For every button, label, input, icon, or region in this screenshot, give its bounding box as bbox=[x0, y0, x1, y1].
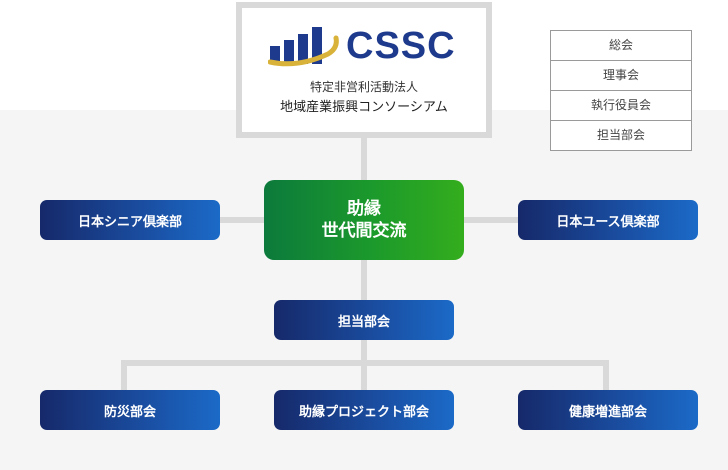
connector-right bbox=[464, 217, 518, 223]
dept-head-node: 担当部会 bbox=[274, 300, 454, 340]
connector-center-dept bbox=[361, 260, 367, 300]
department-node: 助縁プロジェクト部会 bbox=[274, 390, 454, 430]
connector-horizontal bbox=[121, 360, 609, 366]
department-node: 健康増進部会 bbox=[518, 390, 698, 430]
left-partner-node: 日本シニア倶楽部 bbox=[40, 200, 220, 240]
governance-item: 執行役員会 bbox=[551, 91, 691, 121]
bar-chart-logo-icon bbox=[268, 27, 339, 67]
governance-item: 総会 bbox=[551, 31, 691, 61]
department-node: 防災部会 bbox=[40, 390, 220, 430]
center-node: 助縁 世代間交流 bbox=[264, 180, 464, 260]
right-partner-node: 日本ユース倶楽部 bbox=[518, 200, 698, 240]
connector-logo-center bbox=[361, 138, 367, 180]
center-node-line1: 助縁 bbox=[347, 199, 381, 219]
governance-item: 担当部会 bbox=[596, 128, 645, 142]
connector-drop-left bbox=[121, 360, 127, 390]
org-type: 特定非営利活動法人 bbox=[309, 80, 418, 94]
governance-list: 総会 理事会 執行役員会 担当部会 bbox=[550, 30, 692, 151]
logo-box: CSSC 特定非営利活動法人 地域産業振興コンソーシアム bbox=[236, 2, 492, 138]
center-node-line2: 世代間交流 bbox=[321, 221, 407, 241]
logo-wordmark: CSSC bbox=[346, 25, 456, 67]
governance-item: 理事会 bbox=[551, 61, 691, 91]
connector-drop-right bbox=[603, 360, 609, 390]
connector-left bbox=[220, 217, 264, 223]
org-name: 地域産業振興コンソーシアム bbox=[280, 100, 448, 115]
